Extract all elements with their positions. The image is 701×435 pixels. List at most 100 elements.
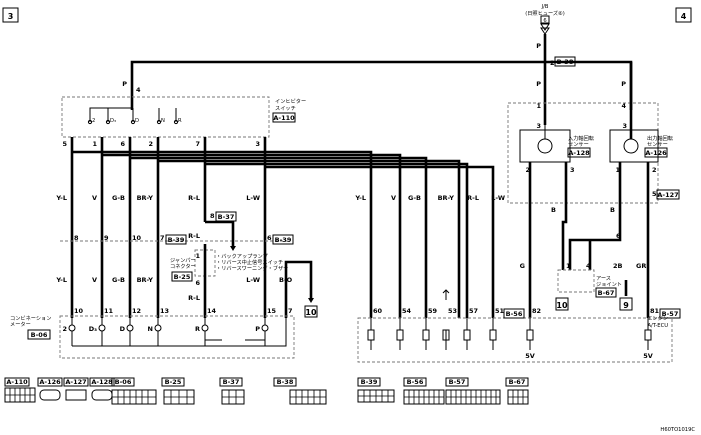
pin-b38: 2 bbox=[550, 59, 555, 67]
legend-b25: B-25 bbox=[161, 377, 195, 405]
svg-text:2: 2 bbox=[148, 140, 153, 148]
ecu-inputs bbox=[367, 318, 652, 350]
backup-note-2: ・リバース中止信号スイッチ bbox=[216, 258, 283, 266]
svg-text:54: 54 bbox=[402, 307, 412, 315]
connector-b37-tag: B-37 bbox=[218, 213, 235, 221]
svg-text:82: 82 bbox=[532, 307, 541, 315]
svg-text:G: G bbox=[520, 262, 525, 270]
right-wire-labels: Y-L V G-B BR-Y R-L L-W bbox=[354, 194, 505, 202]
switch-pos-d: D bbox=[135, 118, 139, 124]
svg-text:V: V bbox=[92, 276, 97, 284]
legend-a127: A-127 bbox=[63, 377, 89, 401]
svg-text:G-B: G-B bbox=[112, 276, 125, 284]
svg-text:5: 5 bbox=[62, 140, 67, 148]
combination-meter-label-1: コンビネーション bbox=[10, 314, 51, 322]
svg-text:6: 6 bbox=[267, 234, 272, 242]
connector-b39-tag-right: B-39 bbox=[275, 236, 292, 244]
output-shaft-sensor: 3 出力軸回転 センサー A-126 1 2 bbox=[609, 62, 673, 174]
legend-b06: B-06 bbox=[111, 377, 157, 405]
svg-text:B-67: B-67 bbox=[509, 378, 526, 386]
legend-b56: B-56 bbox=[403, 377, 445, 405]
legend-a126: A-126 bbox=[37, 377, 63, 401]
switch-pos-n: N bbox=[161, 118, 165, 124]
svg-text:Y-L: Y-L bbox=[55, 276, 67, 284]
svg-text:4: 4 bbox=[586, 262, 591, 270]
pin-p-inhibitor: 4 bbox=[136, 86, 141, 94]
inhibitor-switch-label-2: スイッチ bbox=[275, 105, 296, 112]
input-sensor-label-2: センサー bbox=[568, 141, 589, 148]
ecu-label-1: エンジン bbox=[647, 315, 668, 322]
svg-text:1: 1 bbox=[566, 262, 571, 270]
wire-p-main bbox=[130, 34, 633, 110]
svg-text:3: 3 bbox=[570, 166, 575, 174]
bo-branch: 10 bbox=[284, 260, 318, 318]
svg-text:L-W: L-W bbox=[246, 194, 260, 202]
legend-b39: B-39 bbox=[357, 377, 395, 403]
inhibitor-switch-label-1: インヒビター bbox=[275, 97, 306, 105]
svg-text:B: B bbox=[551, 206, 556, 214]
connector-b67-tag: B-67 bbox=[598, 289, 615, 297]
svg-text:R-L: R-L bbox=[188, 194, 200, 202]
figure-id: H60TO1019C bbox=[660, 427, 695, 433]
meter-lamps: 2 D₃ D N R P bbox=[62, 318, 287, 347]
jumper-connector-label-1: ジャンパー bbox=[170, 257, 196, 264]
svg-text:7: 7 bbox=[160, 234, 165, 242]
output-sensor-label-1: 出力軸回転 bbox=[647, 134, 673, 142]
svg-text:5: 5 bbox=[652, 190, 657, 198]
svg-text:57: 57 bbox=[469, 307, 478, 315]
svg-text:11: 11 bbox=[104, 307, 114, 315]
svg-text:7: 7 bbox=[195, 140, 200, 148]
svg-text:R-L: R-L bbox=[188, 294, 200, 302]
svg-text:3: 3 bbox=[255, 140, 260, 148]
combination-meter-label-2: メーター bbox=[10, 320, 31, 328]
connector-a110-tag: A-110 bbox=[273, 114, 295, 122]
pin-a128-1: 1 bbox=[536, 102, 541, 110]
page-marker-left: 3 bbox=[2, 7, 19, 23]
connector-a126-tag: A-126 bbox=[645, 149, 667, 157]
wire-label-p-right: P bbox=[621, 80, 626, 88]
svg-text:G-B: G-B bbox=[408, 194, 421, 202]
wire-label-p-left: P bbox=[122, 80, 127, 88]
svg-text:2: 2 bbox=[525, 166, 530, 174]
svg-text:BR-Y: BR-Y bbox=[137, 194, 154, 202]
svg-text:R-L: R-L bbox=[188, 232, 200, 240]
wire-label-p-mid: P bbox=[536, 80, 541, 88]
svg-text:1: 1 bbox=[615, 166, 620, 174]
svg-text:10: 10 bbox=[74, 307, 84, 315]
connector-b57-tag: B-57 bbox=[662, 310, 679, 318]
ref-9: 9 bbox=[623, 301, 629, 310]
connector-b56-tag: B-56 bbox=[506, 310, 523, 318]
svg-text:8: 8 bbox=[210, 212, 215, 220]
svg-text:L-W: L-W bbox=[491, 194, 505, 202]
svg-text:1: 1 bbox=[92, 140, 97, 148]
harness-to-ecu bbox=[72, 150, 495, 318]
connector-b39-tag: B-39 bbox=[168, 236, 185, 244]
switch-pos-2: 2 bbox=[92, 118, 95, 124]
svg-text:12: 12 bbox=[132, 307, 141, 315]
combination-meter: コンビネーション メーター B-06 10 11 12 13 14 15 7 2… bbox=[10, 307, 295, 359]
svg-text:B-25: B-25 bbox=[165, 378, 182, 386]
svg-text:V: V bbox=[391, 194, 396, 202]
legend-b38: B-38 bbox=[273, 377, 327, 405]
page-number-left: 3 bbox=[8, 12, 14, 21]
output-sensor-label-2: センサー bbox=[647, 141, 668, 148]
svg-text:2: 2 bbox=[652, 166, 657, 174]
page-number-right: 4 bbox=[681, 12, 687, 21]
svg-text:R: R bbox=[195, 325, 200, 333]
svg-text:B-37: B-37 bbox=[223, 378, 240, 386]
page-marker-right: 4 bbox=[675, 7, 692, 23]
connector-b38-tag: B-38 bbox=[554, 56, 576, 67]
svg-text:13: 13 bbox=[160, 307, 169, 315]
input-shaft-sensor: 3 入力軸回転 センサー A-128 2 3 bbox=[519, 122, 594, 174]
jumper-connector-label-2: コネクター bbox=[170, 262, 196, 270]
fuse-block: J/B (日照ヒューズ⑥) 6 bbox=[525, 4, 565, 35]
connector-b39-row: 8 9 10 7 B-39 6 B-39 bbox=[60, 234, 294, 245]
svg-text:GR: GR bbox=[636, 262, 646, 270]
earth-joint: 1 4 アース ジョイント B-67 10 9 bbox=[555, 262, 633, 311]
earth-joint-label-1: アース bbox=[596, 275, 611, 282]
switch-pos-d3: D₃ bbox=[110, 118, 116, 124]
jumper-connector: 1 6 ジャンパー コネクター B-25 R-L bbox=[170, 244, 216, 302]
sensor-wires bbox=[528, 162, 650, 318]
svg-text:14: 14 bbox=[207, 307, 217, 315]
